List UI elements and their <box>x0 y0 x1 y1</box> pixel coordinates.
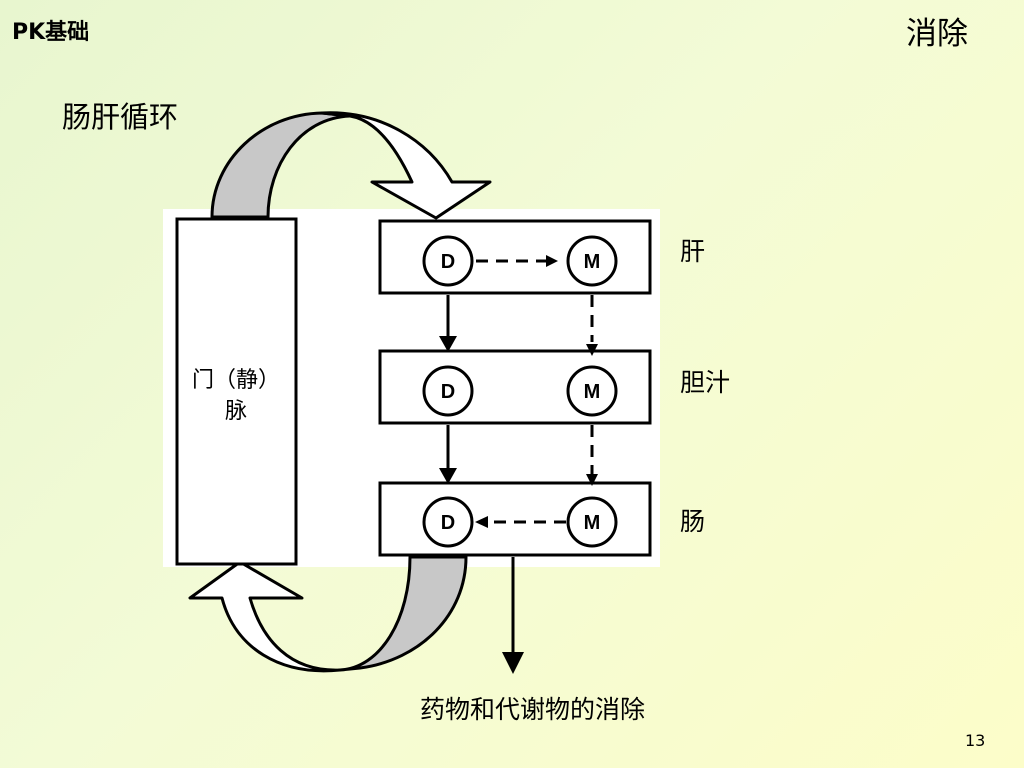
metabolism-arrow <box>476 255 558 267</box>
liver-metabolite-node <box>566 235 618 287</box>
portal-vein-box <box>175 217 298 566</box>
bile-metabolite-node <box>566 365 618 417</box>
bile-metabolite-letter: M <box>584 381 601 403</box>
bile-drug-letter: D <box>441 381 455 403</box>
bile-drug-node <box>422 365 474 417</box>
liver-drug-node <box>422 235 474 287</box>
intestine-label: 肠 <box>680 507 706 536</box>
intestine-metabolite-letter: M <box>584 512 601 534</box>
metabolite-excretion-arrow-2 <box>586 425 598 486</box>
liver-label: 肝 <box>680 237 706 266</box>
drug-excretion-arrow-1 <box>439 295 457 352</box>
liver-drug-letter: D <box>441 251 455 273</box>
diagram-title: 肠肝循环 <box>62 100 179 134</box>
portal-vein-label-2: 脉 <box>225 399 247 424</box>
intestine-drug-letter: D <box>441 512 455 534</box>
bile-label: 胆汁 <box>680 368 731 397</box>
brand-title: PK基础 <box>12 20 90 45</box>
elimination-caption: 药物和代谢物的消除 <box>420 695 646 724</box>
metabolite-excretion-arrow-1 <box>586 295 598 356</box>
page-number: 13 <box>965 731 986 750</box>
bottom-curved-arrow <box>188 555 468 673</box>
reconversion-arrow <box>475 516 566 528</box>
drug-excretion-arrow-2 <box>439 425 457 484</box>
intestine-metabolite-node <box>566 496 618 548</box>
elimination-arrow <box>502 557 524 674</box>
top-curved-arrow <box>210 111 492 220</box>
portal-vein-label: 门（静） <box>192 368 280 393</box>
intestine-drug-node <box>422 496 474 548</box>
liver-metabolite-letter: M <box>584 251 601 273</box>
section-title: 消除 <box>906 16 968 52</box>
